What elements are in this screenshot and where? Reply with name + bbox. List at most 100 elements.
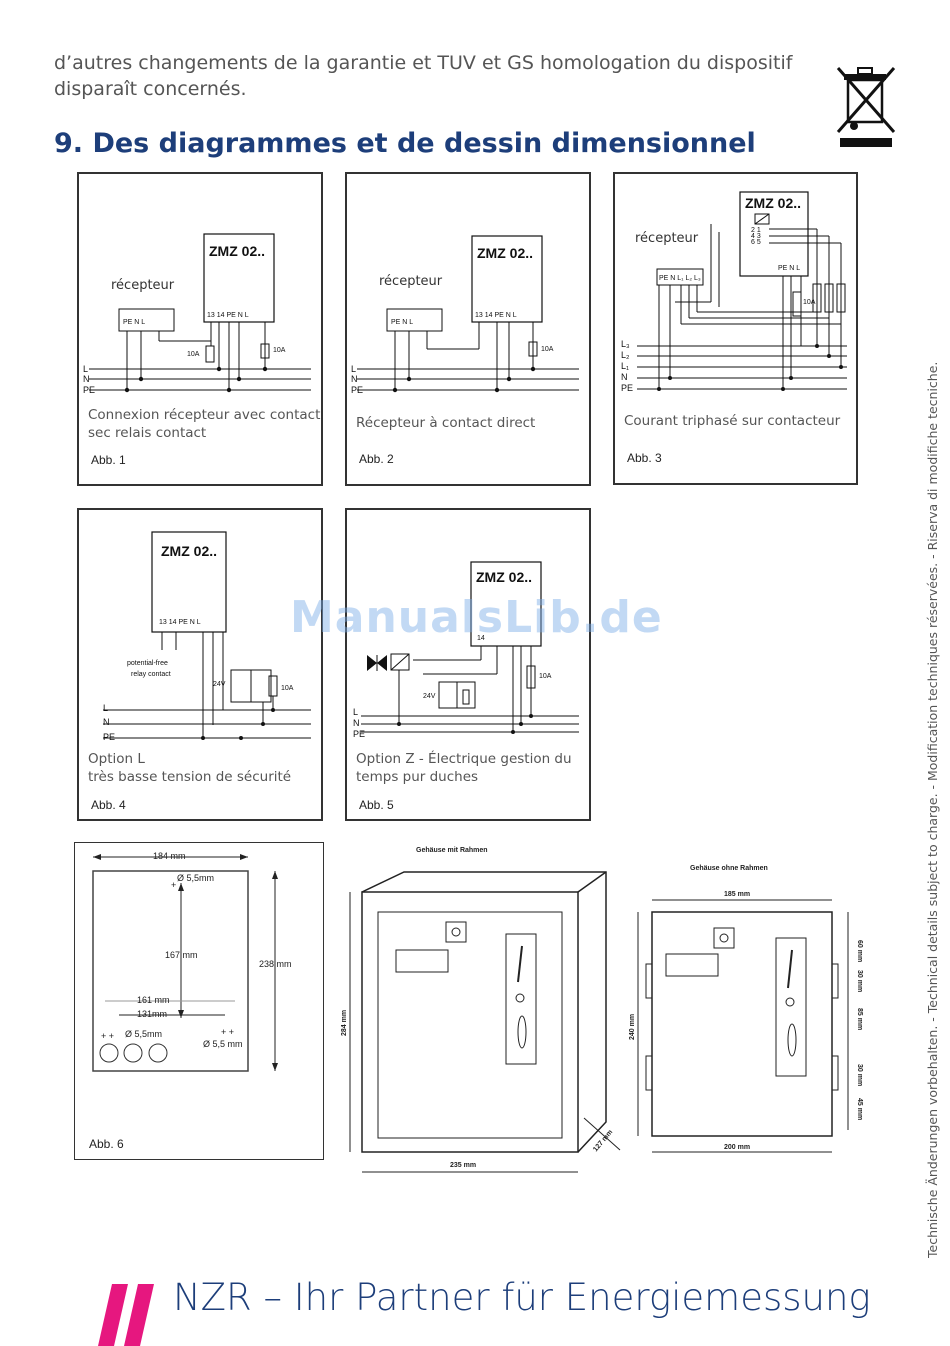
receiver-label: récepteur bbox=[111, 278, 175, 293]
caption-line-1: Courant triphasé sur contacteur bbox=[624, 413, 841, 429]
side-legal-text: Technische Änderungen vorbehalten. - Tec… bbox=[925, 361, 940, 1258]
svg-text:10A: 10A bbox=[803, 299, 816, 306]
wiring-diagram-5: ZMZ 02.. 14 24V 10A L N PE bbox=[353, 561, 579, 739]
svg-text:10A: 10A bbox=[281, 685, 294, 692]
svg-text:240 mm: 240 mm bbox=[629, 1014, 636, 1040]
svg-text:PE N L₁ L₂ L₃: PE N L₁ L₂ L₃ bbox=[659, 275, 701, 282]
diagram-abb6: 184 mm 238 mm 167 mm Ø 5,5mm + 161 mm 13… bbox=[74, 842, 324, 1160]
diagram-abb5: ZMZ 02.. 14 24V 10A L N PE Option Z - Él… bbox=[345, 508, 591, 821]
svg-text:2 1: 2 1 bbox=[751, 227, 761, 234]
diagram-abb3: ZMZ 02.. 2 1 4 3 6 5 PE N L récepteur PE… bbox=[613, 172, 858, 485]
svg-text:161 mm: 161 mm bbox=[137, 995, 170, 1005]
svg-text:131mm: 131mm bbox=[137, 1009, 167, 1019]
figure-label: Abb. 4 bbox=[91, 798, 126, 812]
svg-text:L: L bbox=[351, 364, 356, 374]
svg-text:Gehäuse mit Rahmen: Gehäuse mit Rahmen bbox=[416, 847, 488, 854]
svg-text:L: L bbox=[353, 707, 358, 717]
caption-line-1: Récepteur à contact direct bbox=[356, 415, 536, 431]
svg-text:284 mm: 284 mm bbox=[341, 1010, 348, 1036]
caption-line-1: Option Z - Électrique gestion du bbox=[356, 751, 572, 767]
svg-text:L₁: L₁ bbox=[621, 361, 629, 371]
svg-text:N: N bbox=[351, 374, 358, 384]
svg-text:L: L bbox=[103, 703, 108, 713]
svg-text:184 mm: 184 mm bbox=[153, 851, 186, 861]
caption-line-2: très basse tension de sécurité bbox=[88, 769, 292, 785]
svg-text:6 5: 6 5 bbox=[751, 239, 761, 246]
svg-text:PE: PE bbox=[621, 383, 633, 393]
svg-text:Ø 5,5mm: Ø 5,5mm bbox=[177, 873, 214, 883]
diagram-abb2: ZMZ 02.. 13 14 PE N L récepteur PE N L L… bbox=[345, 172, 591, 486]
svg-text:PE: PE bbox=[83, 385, 95, 395]
svg-text:85 mm: 85 mm bbox=[856, 1008, 863, 1030]
svg-text:10A: 10A bbox=[187, 351, 200, 358]
svg-text:185 mm: 185 mm bbox=[724, 891, 750, 898]
svg-text:PE N L: PE N L bbox=[391, 319, 413, 326]
figure-label: Abb. 2 bbox=[359, 452, 394, 466]
svg-text:Ø 5,5mm: Ø 5,5mm bbox=[125, 1029, 162, 1039]
svg-text:30 mm: 30 mm bbox=[856, 970, 863, 992]
housing-without-frame-drawing: Gehäuse ohne Rahmen 185 mm 240 mm 200 mm… bbox=[629, 865, 863, 1153]
caption-line-2: temps pur duches bbox=[356, 769, 479, 785]
wiring-diagram-1: ZMZ 02.. 13 14 PE N L récepteur PE N L L… bbox=[83, 233, 311, 395]
footer-tagline: NZR – Ihr Partner für Energiemessung bbox=[173, 1276, 871, 1319]
device-label: ZMZ 02.. bbox=[209, 243, 265, 259]
figure-label: Abb. 3 bbox=[627, 451, 662, 465]
svg-text:ZMZ 02..: ZMZ 02.. bbox=[477, 245, 533, 261]
svg-text:ZMZ 02..: ZMZ 02.. bbox=[161, 543, 217, 559]
svg-text:PE N L: PE N L bbox=[123, 319, 145, 326]
svg-text:L₃: L₃ bbox=[621, 339, 630, 349]
figure-label: Abb. 6 bbox=[89, 1137, 124, 1151]
wiring-diagram-2: ZMZ 02.. 13 14 PE N L récepteur PE N L L… bbox=[351, 235, 579, 395]
wiring-diagram-4: ZMZ 02.. 13 14 PE N L potential-free rel… bbox=[103, 531, 311, 742]
svg-text:PE: PE bbox=[351, 385, 363, 395]
svg-text:24V: 24V bbox=[423, 693, 436, 700]
diagram-abb1: ZMZ 02.. 13 14 PE N L récepteur PE N L L… bbox=[77, 172, 323, 486]
svg-text:167 mm: 167 mm bbox=[165, 950, 198, 960]
section-heading: 9. Des diagrammes et de dessin dimension… bbox=[54, 128, 756, 159]
svg-text:13 14 PE N L: 13 14 PE N L bbox=[475, 312, 517, 319]
svg-text:235 mm: 235 mm bbox=[450, 1162, 476, 1169]
dimension-drawing-6: 184 mm 238 mm 167 mm Ø 5,5mm + 161 mm 13… bbox=[92, 851, 292, 1072]
figure-label: Abb. 1 bbox=[91, 453, 126, 467]
svg-text:récepteur: récepteur bbox=[379, 274, 443, 289]
diagram-abb4: ZMZ 02.. 13 14 PE N L potential-free rel… bbox=[77, 508, 323, 821]
svg-text:+ +: + + bbox=[101, 1031, 114, 1041]
svg-text:N: N bbox=[353, 718, 360, 728]
svg-text:4 3: 4 3 bbox=[751, 233, 761, 240]
svg-text:PE N L: PE N L bbox=[778, 265, 800, 272]
housing-with-frame-drawing: Gehäuse mit Rahmen 284 mm 235 mm 127 mm bbox=[341, 847, 621, 1173]
svg-text:10A: 10A bbox=[273, 347, 286, 354]
wiring-diagram-3: ZMZ 02.. 2 1 4 3 6 5 PE N L récepteur PE… bbox=[621, 191, 847, 393]
intro-paragraph: d’autres changements de la garantie et T… bbox=[54, 52, 793, 100]
caption-line-1: Option L bbox=[88, 751, 145, 767]
svg-text:Gehäuse ohne Rahmen: Gehäuse ohne Rahmen bbox=[690, 865, 768, 872]
figure-label: Abb. 5 bbox=[359, 798, 394, 812]
svg-text:238 mm: 238 mm bbox=[259, 959, 292, 969]
watermark: ManualsLib.de bbox=[290, 592, 663, 643]
svg-text:Ø 5,5 mm: Ø 5,5 mm bbox=[203, 1039, 243, 1049]
svg-text:L: L bbox=[83, 364, 88, 374]
svg-text:potential-free: potential-free bbox=[127, 660, 168, 667]
svg-text:N: N bbox=[103, 717, 110, 727]
svg-text:ZMZ 02..: ZMZ 02.. bbox=[745, 195, 801, 211]
svg-text:L₂: L₂ bbox=[621, 350, 630, 360]
svg-text:ZMZ 02..: ZMZ 02.. bbox=[476, 569, 532, 585]
svg-text:récepteur: récepteur bbox=[635, 231, 699, 246]
svg-text:45 mm: 45 mm bbox=[856, 1098, 863, 1120]
svg-text:PE: PE bbox=[103, 732, 115, 742]
svg-text:+: + bbox=[171, 880, 176, 890]
caption-line-1: Connexion récepteur avec contact bbox=[88, 407, 321, 423]
caption-line-2: sec relais contact bbox=[88, 425, 207, 441]
svg-text:14: 14 bbox=[477, 635, 485, 642]
svg-text:+ +: + + bbox=[221, 1027, 234, 1037]
svg-text:N: N bbox=[621, 372, 628, 382]
svg-text:N: N bbox=[83, 374, 90, 384]
svg-text:relay contact: relay contact bbox=[131, 671, 171, 678]
svg-text:PE: PE bbox=[353, 729, 365, 739]
brand-slashes-icon bbox=[98, 1284, 154, 1346]
weee-bin-icon bbox=[836, 67, 896, 147]
svg-text:60 mm: 60 mm bbox=[856, 940, 863, 962]
svg-text:200 mm: 200 mm bbox=[724, 1144, 750, 1151]
svg-text:30 mm: 30 mm bbox=[856, 1064, 863, 1086]
device-terminals: 13 14 PE N L bbox=[207, 312, 249, 319]
